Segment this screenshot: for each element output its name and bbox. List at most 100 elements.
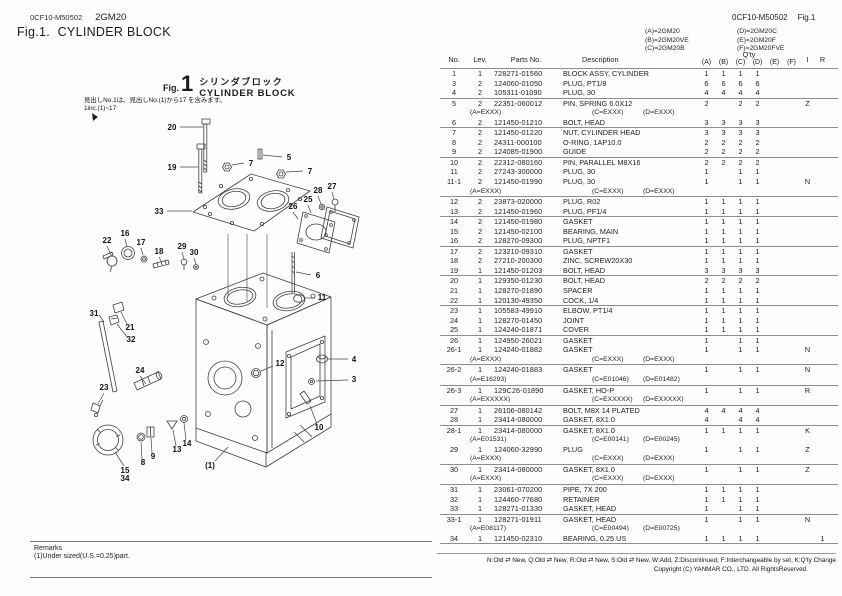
cell-lev: 2: [477, 246, 483, 256]
cock-22-shape: [102, 251, 118, 273]
callout-leader-line: [214, 446, 229, 462]
cell-lev: 1: [477, 306, 483, 316]
cell-qty-d: 3: [755, 265, 760, 275]
callout-leader-line: [124, 238, 128, 248]
model-code: 2GM20: [95, 12, 127, 23]
cell-lev: 1: [477, 425, 483, 435]
cell-description: RETAINER: [563, 494, 600, 504]
cell-part-number: 24311-000100: [494, 137, 542, 147]
cell-no: 33: [449, 504, 459, 514]
cell-qty-d: 1: [755, 177, 760, 187]
oring-8-shape: [136, 432, 146, 442]
cell-qty-c: 1: [738, 295, 743, 305]
col-header-qty: Q'ty: [742, 50, 756, 59]
side-cover-shape: [320, 206, 360, 249]
cell-qty-c: 1: [738, 69, 743, 78]
cell-qty-d: 1: [755, 69, 760, 78]
cell-qty-c: 1: [738, 315, 743, 325]
cell-qty-d: 3: [755, 117, 760, 127]
cell-no: 28-1: [446, 425, 462, 435]
cell-qty-b: 1: [721, 236, 726, 246]
cell-qty-b: 1: [721, 206, 726, 216]
cell-qty-a: 3: [704, 265, 709, 275]
applicability-note: (C=EXXX): [592, 109, 624, 117]
callout-label: 16: [121, 229, 130, 238]
cell-lev: 1: [477, 265, 483, 275]
cell-qty-c: 4: [738, 88, 743, 98]
col-header-qty-d: (D): [752, 59, 763, 66]
cell-interchange-code: Z: [805, 98, 810, 108]
cell-qty-a: 1: [704, 464, 709, 474]
figure-title-jp: シリンダブロック: [199, 77, 284, 87]
cell-qty-a: 4: [704, 88, 709, 98]
callout-label: 20: [168, 123, 177, 132]
cell-qty-d: 1: [755, 464, 760, 474]
cell-no: 22: [449, 295, 459, 305]
cell-lev: 1: [477, 276, 483, 286]
washer-30-shape: [193, 264, 199, 270]
cell-interchange-code: Z: [805, 444, 810, 454]
plug-13-shape: [166, 420, 178, 430]
cell-qty-c: 2: [738, 137, 743, 147]
head-gasket-shape: [192, 173, 311, 232]
doc-code-right: 0CF10-M50502: [732, 13, 788, 22]
cell-qty-d: 1: [755, 315, 760, 325]
cell-qty-d: 1: [755, 286, 760, 296]
callout-leader-line: [183, 422, 187, 441]
table-note-row: (A=E08117) (C=E00494) (D=E00725): [440, 524, 838, 534]
cell-description: PIPE, 7X 200: [563, 484, 607, 494]
cell-qty-a: 2: [704, 98, 709, 108]
cell-lev: 1: [477, 365, 483, 375]
cell-qty-c: 3: [738, 265, 743, 275]
callout-leader-line: [285, 170, 304, 173]
cell-description: COCK, 1/4: [563, 295, 599, 305]
table-note-row: (A=E01531)(C=E00141)(D=E00245): [440, 435, 838, 445]
cell-lev: 2: [477, 78, 483, 88]
cell-qty-b: 1: [721, 306, 726, 316]
bolt-19-shape: [196, 143, 206, 194]
cell-lev: 1: [477, 444, 483, 454]
col-header-desc: Description: [582, 55, 619, 64]
cell-part-number: 121450-01990: [494, 177, 543, 187]
cell-no: 19: [449, 265, 459, 275]
applicability-note: (A=E08117): [470, 525, 506, 533]
variant-legend-col2: (D)=2GM20C(E)=2GM20F(F)=2GM20FVE: [737, 28, 784, 54]
applicability-note: (A=EXXX): [470, 455, 502, 463]
cell-qty-c: 1: [738, 345, 743, 355]
cell-qty-c: 1: [738, 484, 743, 494]
applicability-note: (D=E00725): [643, 525, 680, 533]
cell-no: 21: [449, 286, 459, 296]
col-header-qty-c: (C): [735, 59, 746, 66]
cell-qty-a: 4: [704, 415, 709, 425]
elbow-23-shape: [90, 399, 104, 417]
cell-part-number: 124060-32990: [494, 444, 543, 454]
stud-6-shape: [291, 252, 295, 293]
applicability-note: (C=E00494): [592, 525, 629, 533]
cell-interchange-code: N: [804, 514, 811, 524]
cell-qty-d: 1: [755, 345, 760, 355]
cell-qty-b: 4: [721, 88, 726, 98]
cell-lev: 2: [477, 98, 483, 108]
cell-qty-c: 1: [738, 206, 743, 216]
cell-part-number: 128270-09300: [494, 236, 543, 246]
cell-no: 26-2: [446, 365, 462, 375]
callout-label: 19: [168, 163, 177, 172]
cell-qty-c: 4: [738, 405, 743, 415]
cell-part-number: 124460-77680: [494, 494, 543, 504]
cell-qty-a: 3: [704, 128, 709, 138]
cell-no: 27: [449, 405, 459, 415]
cell-no: 3: [451, 78, 457, 88]
cell-part-number: 105583-49910: [494, 306, 543, 316]
cell-no: 26-1: [446, 345, 462, 355]
cell-qty-b: 1: [721, 484, 726, 494]
cylinder-block-shape: [195, 272, 332, 468]
